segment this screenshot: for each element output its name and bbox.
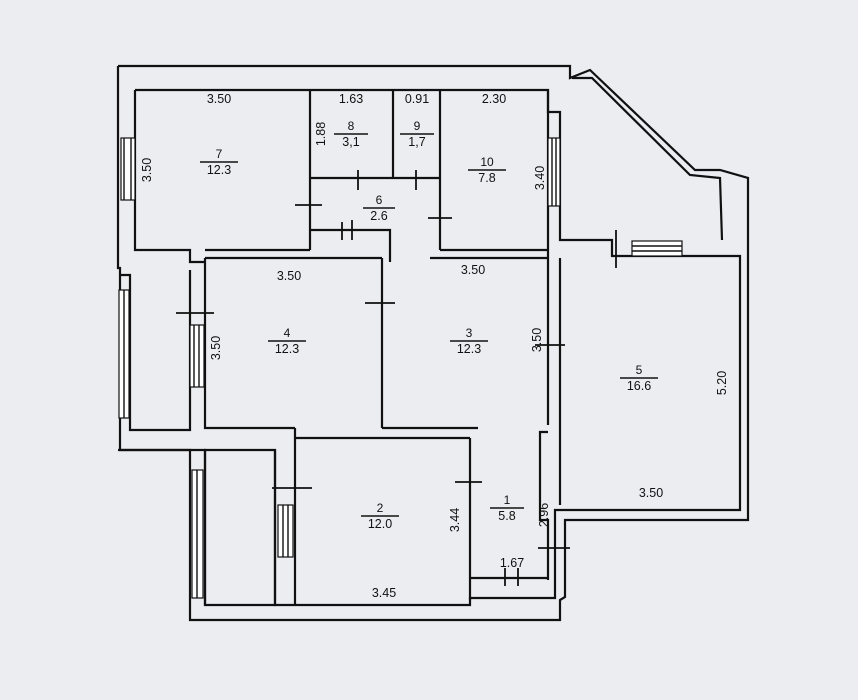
room-1-number: 1 bbox=[504, 493, 511, 507]
dim-room5-width: 3.50 bbox=[639, 486, 663, 500]
room-4-number: 4 bbox=[284, 326, 291, 340]
outer-walls bbox=[116, 64, 750, 622]
room-8-area: 3,1 bbox=[342, 135, 359, 149]
dim-room4-width: 3.50 bbox=[277, 269, 301, 283]
dim-room10-width: 2.30 bbox=[482, 92, 506, 106]
room-9-number: 9 bbox=[414, 119, 421, 133]
window-room7 bbox=[120, 137, 136, 201]
dim-room4-height: 3.50 bbox=[209, 336, 223, 360]
dim-room1-height: 2.96 bbox=[537, 503, 551, 527]
dim-room2-width: 3.45 bbox=[372, 586, 396, 600]
dim-room3-height: 3.50 bbox=[530, 328, 544, 352]
room-9-area: 1,7 bbox=[408, 135, 425, 149]
dim-room8-width: 1.63 bbox=[339, 92, 363, 106]
dim-room7-width: 3.50 bbox=[207, 92, 231, 106]
dim-room2-height: 3.44 bbox=[448, 508, 462, 532]
dimension-labels: 3.50 1.63 0.91 2.30 3.50 1.88 3.40 3.50 … bbox=[140, 92, 729, 600]
windows bbox=[118, 137, 683, 599]
window-room2 bbox=[277, 504, 294, 558]
door-marks bbox=[176, 170, 617, 586]
room-6-area: 2.6 bbox=[370, 209, 387, 223]
window-room5 bbox=[631, 240, 683, 257]
room-3-area: 12.3 bbox=[457, 342, 481, 356]
dim-room8-height: 1.88 bbox=[314, 122, 328, 146]
dim-room1-width: 1.67 bbox=[500, 556, 524, 570]
window-room10 bbox=[547, 137, 561, 207]
room-10-area: 7.8 bbox=[478, 171, 495, 185]
room-7-number: 7 bbox=[216, 147, 223, 161]
room-7-area: 12.3 bbox=[207, 163, 231, 177]
dim-room7-height: 3.50 bbox=[140, 158, 154, 182]
room-5-area: 16.6 bbox=[627, 379, 651, 393]
room-6-number: 6 bbox=[376, 193, 383, 207]
room-2-area: 12.0 bbox=[368, 517, 392, 531]
room-1-area: 5.8 bbox=[498, 509, 515, 523]
room-8-number: 8 bbox=[348, 119, 355, 133]
dim-room9-width: 0.91 bbox=[405, 92, 429, 106]
room-5-number: 5 bbox=[636, 363, 643, 377]
dim-room3-width: 3.50 bbox=[461, 263, 485, 277]
room-2-number: 2 bbox=[377, 501, 384, 515]
room-3-number: 3 bbox=[466, 326, 473, 340]
room-labels: 7 12.3 8 3,1 9 1,7 10 7.8 6 2.6 4 12.3 3… bbox=[200, 119, 658, 531]
dim-room10-height: 3.40 bbox=[533, 166, 547, 190]
window-room4 bbox=[189, 324, 205, 388]
room-4-area: 12.3 bbox=[275, 342, 299, 356]
room-10-number: 10 bbox=[480, 155, 494, 169]
dim-room5-height: 5.20 bbox=[715, 371, 729, 395]
